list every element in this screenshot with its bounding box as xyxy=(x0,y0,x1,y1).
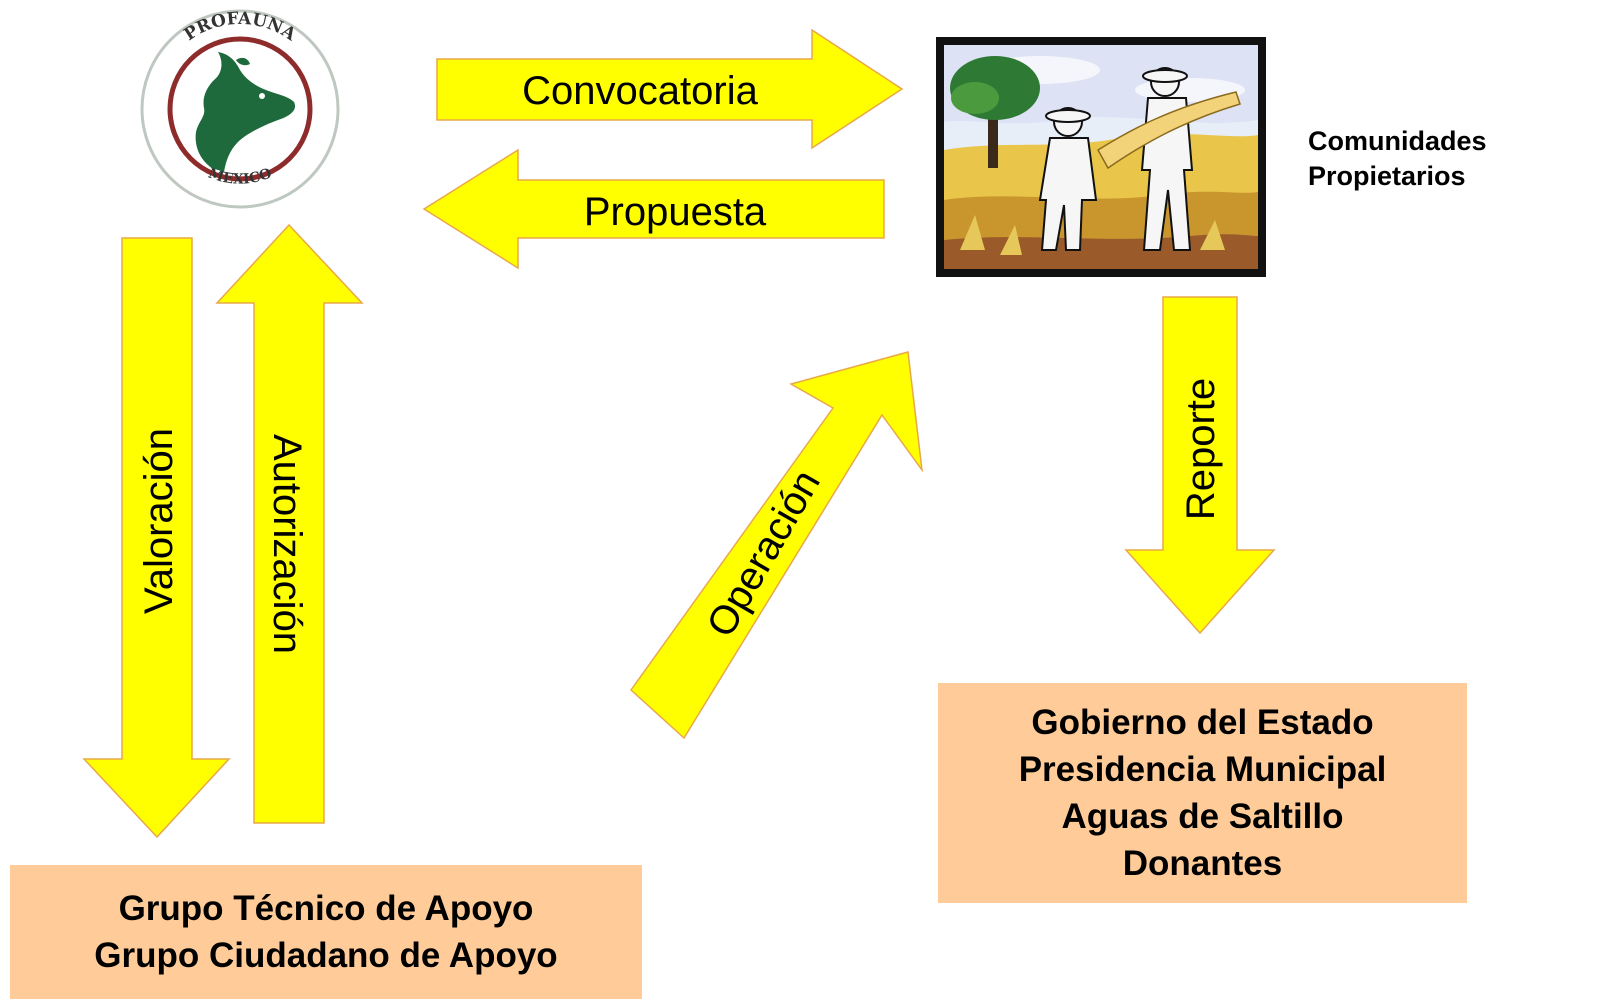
government-line-3: Aguas de Saltillo xyxy=(1061,797,1344,836)
government-line-1: Gobierno del Estado xyxy=(1031,703,1374,742)
stakeholders-label: Comunidades Propietarios xyxy=(1308,124,1487,194)
valoracion-label: Valoración xyxy=(137,428,181,614)
valoracion-arrow xyxy=(82,237,231,839)
support-groups-line-1: Grupo Técnico de Apoyo xyxy=(118,889,534,928)
stakeholders-line-1: Comunidades xyxy=(1308,126,1487,156)
operacion-label: Operación xyxy=(699,463,829,645)
pronghorn-head-icon xyxy=(195,52,296,172)
autorizacion-arrow xyxy=(215,223,364,824)
autorizacion-label: Autorización xyxy=(265,434,309,654)
government-box: Gobierno del Estado Presidencia Municipa… xyxy=(938,683,1467,903)
propuesta-arrow xyxy=(422,148,885,270)
convocatoria-arrow xyxy=(436,28,904,150)
reporte-arrow xyxy=(1124,296,1276,635)
profauna-logo: PROFAUNA MEXICO xyxy=(140,9,340,209)
stakeholders-line-2: Propietarios xyxy=(1308,161,1466,191)
government-line-2: Presidencia Municipal xyxy=(1018,750,1387,789)
government-line-4: Donantes xyxy=(1122,844,1283,883)
support-groups-line-2: Grupo Ciudadano de Apoyo xyxy=(94,936,558,975)
reporte-label: Reporte xyxy=(1179,378,1223,520)
farm-workers-illustration xyxy=(936,37,1266,277)
operacion-arrow xyxy=(630,351,924,740)
support-groups-box: Grupo Técnico de Apoyo Grupo Ciudadano d… xyxy=(10,865,642,999)
convocatoria-label: Convocatoria xyxy=(522,69,758,113)
propuesta-label: Propuesta xyxy=(584,190,767,234)
